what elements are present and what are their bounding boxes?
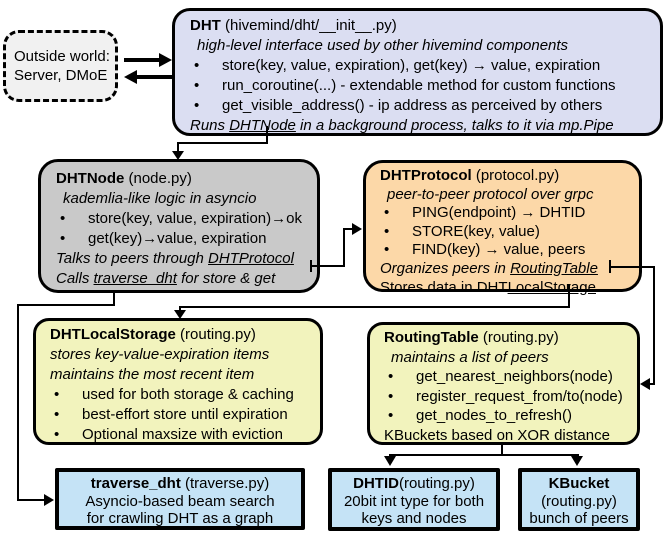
- dhtnode-traverse-seg1: [113, 292, 115, 306]
- outside-to-dht-shaft: [124, 58, 160, 62]
- kbucket-line3: bunch of peers: [529, 510, 629, 527]
- dhtprotocol-routingtable-seg3: [648, 383, 655, 385]
- dhtprotocol-subtitle: peer-to-peer protocol over grpc: [387, 185, 594, 203]
- dht-dhtnode-seg3: [177, 142, 179, 152]
- node-kbucket: KBucket (routing.py) bunch of peers: [518, 468, 640, 531]
- dhtid-line2: 20bit int type for both: [343, 492, 485, 510]
- dhtnode-traverse-seg2: [17, 304, 115, 306]
- node-traverse-dht: traverse_dht (traverse.py) Asyncio-based…: [55, 468, 305, 530]
- node-outside-world: Outside world: Server, DMoE: [3, 30, 118, 102]
- arrowhead-left-icon: [124, 69, 137, 84]
- dhtid-title: DHTID(routing.py): [353, 475, 475, 492]
- routingtable-bullet-1: get_nearest_neighbors(node): [384, 367, 633, 387]
- dht-bullet-2: run_coroutine(...) - extendable method f…: [190, 76, 654, 96]
- node-dht: DHT (hivemind/dht/__init__.py) high-leve…: [172, 8, 663, 136]
- dhtprotocol-routingtable-seg2: [653, 266, 655, 384]
- dhtnode-bullet-1: store(key, value, expiration)→ok: [56, 209, 311, 229]
- node-dhtnode: DHTNode (node.py) kademlia-like logic in…: [38, 159, 320, 293]
- dhtnode-title: DHTNode (node.py): [56, 170, 192, 187]
- dhtprotocol-organizes-line: Organizes peers in RoutingTable: [380, 259, 598, 277]
- arrowhead-right-icon: [44, 493, 54, 506]
- localstorage-bullet-1: used for both storage & caching: [50, 385, 316, 405]
- dhtprotocol-routingtable-seg1: [609, 266, 655, 268]
- node-dhtprotocol: DHTProtocol (protocol.py) peer-to-peer p…: [363, 160, 642, 296]
- dhtnode-bullet-2: get(key)→value, expiration: [56, 229, 311, 249]
- dht-subtitle: high-level interface used by other hivem…: [197, 37, 569, 54]
- dhtprotocol-title: DHTProtocol (protocol.py): [380, 167, 560, 184]
- dhtnode-traverse-seg4: [17, 499, 45, 501]
- localstorage-subtitle-1: stores key-value-expiration items: [50, 346, 270, 363]
- localstorage-bullet-3: Optional maxsize with eviction: [50, 425, 316, 445]
- outside-world-line1: Outside world:: [14, 48, 110, 65]
- dht-footer: Runs DHTNode in a background process, ta…: [190, 117, 614, 134]
- dhtprotocol-localstorage-seg3: [179, 306, 181, 311]
- dht-bullet-3: get_visible_address() - ip address as pe…: [190, 96, 654, 116]
- routingtable-subtitle: maintains a list of peers: [391, 348, 549, 366]
- dht-bullet-1: store(key, value, expiration), get(key) …: [190, 56, 654, 76]
- arrowhead-right-icon: [159, 52, 172, 67]
- node-dhtlocalstorage: DHTLocalStorage (routing.py) stores key-…: [33, 318, 323, 445]
- arrowhead-right-icon: [352, 222, 362, 235]
- dhtprotocol-bullet-1: PING(endpoint) → DHTID: [380, 204, 635, 223]
- arrowhead-down-icon: [571, 456, 583, 466]
- dhtid-line3: keys and nodes: [361, 510, 467, 527]
- dhtnode-subtitle: kademlia-like logic in asyncio: [63, 190, 257, 207]
- routingtable-title: RoutingTable (routing.py): [384, 329, 559, 346]
- dhtnode-dhtprotocol-seg1: [310, 265, 345, 267]
- arrowhead-down-icon: [384, 456, 396, 466]
- dhtprotocol-localstorage-seg2: [179, 306, 570, 308]
- dhtnode-dhtprotocol-seg2: [343, 228, 345, 267]
- dhtprotocol-localstorage-seg1: [568, 284, 570, 308]
- node-routingtable: RoutingTable (routing.py) maintains a li…: [367, 322, 640, 445]
- dhtnode-dhtprotocol-seg3: [343, 228, 353, 230]
- routingtable-bullet-2: register_request_from/to(node): [384, 387, 633, 407]
- dhtprotocol-localstorage-ref: LocalStorage: [507, 278, 596, 296]
- arrowhead-down-icon: [174, 310, 186, 319]
- arrowhead-left-icon: [640, 377, 650, 390]
- localstorage-title: DHTLocalStorage (routing.py): [50, 326, 256, 343]
- routingtable-children-seg1: [501, 443, 503, 456]
- dhtnode-calls-line: Calls traverse_dht for store & get: [56, 270, 276, 287]
- dht-to-outside-shaft: [136, 75, 172, 79]
- dht-dhtnode-seg2: [177, 142, 268, 144]
- outside-world-line2: Server, DMoE: [14, 67, 108, 84]
- localstorage-subtitle-2: maintains the most recent item: [50, 366, 255, 383]
- dhtprotocol-stores-line: Stores data in DHTLocalStorage: [380, 278, 596, 296]
- routingtable-footer: KBuckets based on XOR distance: [384, 426, 610, 444]
- dhtprotocol-routingtable-ref: RoutingTable: [510, 259, 598, 277]
- traverse-line3: for crawling DHT as a graph: [86, 510, 274, 527]
- dhtprotocol-bullet-3: FIND(key) → value, peers: [380, 241, 635, 260]
- dht-title: DHT (hivemind/dht/__init__.py): [190, 17, 397, 34]
- dhtnode-traverse-seg3: [17, 304, 19, 501]
- dhtnode-dhtprotocol-ref: DHTProtocol: [208, 250, 294, 267]
- dhtnode-traverse-ref: traverse_dht: [93, 270, 177, 287]
- dht-dhtnode-seg1: [266, 126, 268, 144]
- localstorage-bullet-2: best-effort store until expiration: [50, 405, 316, 425]
- dhtnode-talks-line: Talks to peers through DHTProtocol: [56, 250, 294, 267]
- traverse-title: traverse_dht (traverse.py): [90, 475, 270, 492]
- routingtable-children-seg2: [389, 454, 579, 456]
- routingtable-bullet-3: get_nodes_to_refresh(): [384, 406, 633, 426]
- traverse-line2: Asyncio-based beam search: [85, 492, 275, 510]
- dht-footer-dhtnode-ref: DHTNode: [229, 117, 296, 134]
- node-dhtid: DHTID(routing.py) 20bit int type for bot…: [328, 468, 500, 531]
- dhtprotocol-bullet-2: STORE(key, value): [380, 223, 635, 242]
- arrowhead-down-icon: [172, 151, 184, 160]
- kbucket-title: KBucket: [548, 475, 610, 492]
- kbucket-line2: (routing.py): [541, 492, 617, 510]
